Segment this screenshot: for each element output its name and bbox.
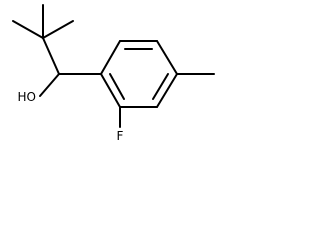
ring-bond-6 <box>100 73 121 108</box>
hydroxyl-label: HO <box>18 90 36 104</box>
ring-double-bond-right <box>152 73 169 100</box>
bond-carbinol-to-hydroxyl <box>39 73 60 97</box>
bond-quaternary-to-carbinol <box>42 37 60 75</box>
ring-bond-1 <box>100 40 121 75</box>
fluorine-label: F <box>117 129 124 143</box>
ring-bond-4 <box>156 73 178 108</box>
ring-double-bond-left <box>109 73 125 100</box>
bond-quaternary-to-methyl-left <box>12 20 44 39</box>
chemical-structure-diagram: HO F <box>12 4 215 143</box>
bond-quaternary-to-methyl-right <box>42 20 74 39</box>
ring-bond-3 <box>156 40 178 75</box>
